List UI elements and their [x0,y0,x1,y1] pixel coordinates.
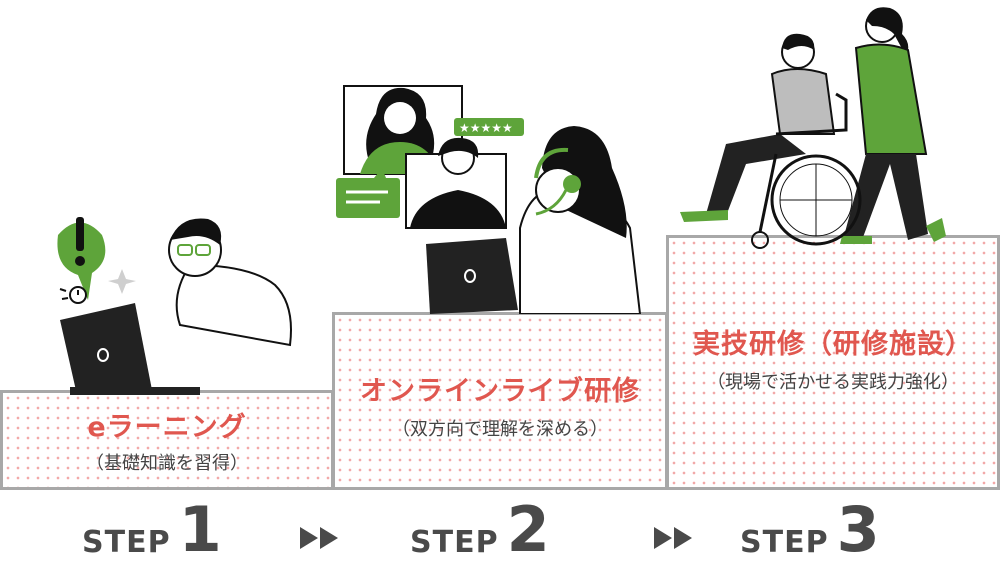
step-3-label: STEP 3 [740,493,880,566]
step-1-word: STEP [82,525,171,560]
chat-bubble-icon [336,168,400,218]
step-2-title: オンラインライブ研修 [360,376,640,407]
laptop-icon [60,303,200,395]
arrow-icon [654,527,692,549]
step-3-block: 実技研修（研修施設） （現場で活かせる実践力強化） [666,235,1000,490]
step-3-number: 3 [836,493,880,566]
star-rating-icon: ★★★★★ [454,118,524,136]
online-live-illustration: ★★★★★ [336,85,642,314]
step-3-word: STEP [740,525,829,560]
step-1-number: 1 [178,493,222,566]
practical-training-illustration [680,7,946,249]
alarm-clock-icon [59,286,87,304]
step-2-subtitle: （双方向で理解を深める） [392,419,608,440]
step-2-block: オンラインライブ研修 （双方向で理解を深める） [332,312,668,490]
step-1-label: STEP 1 [82,493,222,566]
svg-text:★★★★★: ★★★★★ [459,121,513,135]
arrow-icon [300,527,338,549]
sparkle-icon [108,269,136,294]
step-1-block: eラーニング （基礎知識を習得） [0,390,334,490]
step-2-number: 2 [506,493,550,566]
elearning-illustration [57,217,292,395]
laptop-icon [426,238,518,314]
step-2-label: STEP 2 [410,493,550,566]
step-1-subtitle: （基礎知識を習得） [86,453,248,474]
step-2-word: STEP [410,525,499,560]
wheelchair-icon [751,92,862,249]
step-3-subtitle: （現場で活かせる実践力強化） [707,372,959,393]
step-1-title: eラーニング [87,412,247,443]
step-3-title: 実技研修（研修施設） [693,329,973,360]
headset-icon [534,147,581,216]
exclamation-bubble-icon [57,217,106,300]
